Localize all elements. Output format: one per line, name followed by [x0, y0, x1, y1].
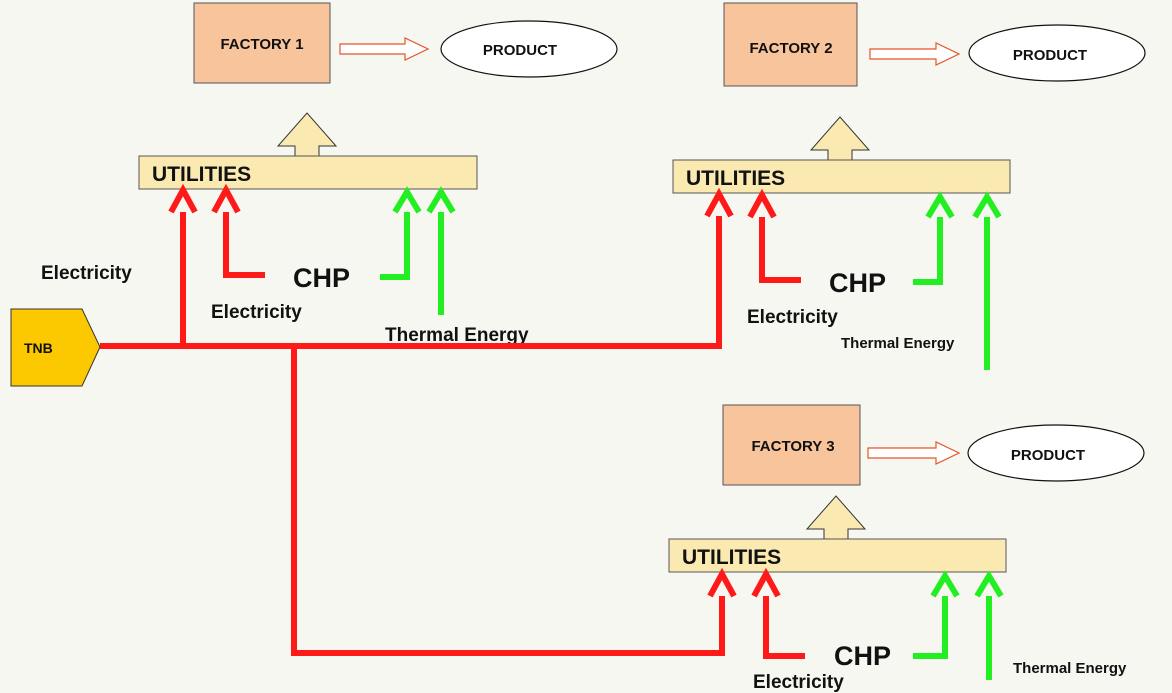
- chp-2-electricity-line: [759, 217, 801, 283]
- product-2-oval: [968, 24, 1146, 82]
- thermal-3-arrowhead: [974, 570, 1004, 598]
- factory-1-box: [193, 2, 331, 84]
- thermal-2-label: Thermal Energy: [841, 335, 955, 352]
- chp-3-electricity-arrowhead: [751, 567, 781, 598]
- thermal-1-arrowhead: [426, 186, 456, 214]
- chp-3-thermal-arrowhead: [930, 570, 960, 598]
- tnb-electricity-label: Electricity: [41, 263, 132, 284]
- chp-2-label: CHP: [829, 268, 886, 298]
- tnb-pentagon: [10, 308, 101, 387]
- factory-3-to-product-arrow: [867, 441, 961, 465]
- tnb-to-factory-1-arrowhead: [168, 183, 198, 214]
- factory-3-label: FACTORY 3: [751, 438, 834, 455]
- utilities-2-up-arrow: [809, 116, 871, 161]
- utilities-3-up-arrow: [805, 495, 867, 540]
- unit-3: FACTORY 3 PRODUCT UTILITIES CHP Electric…: [668, 404, 1145, 693]
- chp-3-electricity-line: [763, 596, 805, 659]
- chp-1-thermal-line: [380, 212, 410, 280]
- chp-1-label: CHP: [293, 263, 350, 293]
- product-3-oval: [967, 424, 1145, 482]
- chp-3-thermal-line: [913, 596, 948, 659]
- utilities-2-bar: [672, 159, 1011, 194]
- factory-2-to-product-arrow: [869, 42, 961, 66]
- chp-1-thermal-arrowhead: [392, 186, 422, 214]
- factory-1-to-product-arrow: [339, 37, 430, 61]
- factory-2-box: [723, 2, 858, 87]
- product-3-label: PRODUCT: [1011, 447, 1085, 464]
- tnb-label: TNB: [24, 340, 53, 356]
- unit-2: FACTORY 2 PRODUCT UTILITIES CHP Electric…: [672, 2, 1146, 370]
- chp-3-electricity-label: Electricity: [753, 672, 844, 693]
- unit-1: FACTORY 1 PRODUCT UTILITIES CHP Electric…: [138, 2, 618, 346]
- utilities-2-label: UTILITIES: [686, 167, 785, 190]
- thermal-1-label: Thermal Energy: [385, 325, 529, 346]
- chp-2-thermal-arrowhead: [925, 191, 955, 219]
- utilities-1-up-arrow: [276, 112, 338, 157]
- utilities-1-bar: [138, 155, 478, 190]
- utilities-1-label: UTILITIES: [152, 163, 251, 186]
- thermal-3-label: Thermal Energy: [1013, 660, 1127, 677]
- chp-3-label: CHP: [834, 641, 891, 671]
- chp-1-electricity-arrowhead: [211, 183, 241, 214]
- tnb-to-factory-3-line: [291, 346, 725, 656]
- chp-2-thermal-line: [913, 217, 943, 285]
- chp-1-electricity-label: Electricity: [211, 302, 302, 323]
- factory-3-box: [722, 404, 861, 486]
- chp-1-electricity-line: [223, 212, 265, 278]
- thermal-2-arrowhead: [972, 191, 1002, 219]
- product-2-label: PRODUCT: [1013, 47, 1087, 64]
- utilities-3-label: UTILITIES: [682, 546, 781, 569]
- factory-1-label: FACTORY 1: [220, 36, 303, 53]
- tnb-grid-network: TNB Electricity: [10, 183, 737, 656]
- tnb-electricity-main-line: [100, 216, 722, 349]
- tnb-to-factory-3-arrowhead: [707, 567, 737, 598]
- product-1-oval: [440, 20, 618, 78]
- product-1-label: PRODUCT: [483, 42, 557, 59]
- tnb-to-factory-2-arrowhead: [704, 187, 734, 218]
- chp-2-electricity-label: Electricity: [747, 307, 838, 328]
- utilities-3-bar: [668, 538, 1007, 573]
- chp-2-electricity-arrowhead: [747, 188, 777, 219]
- factory-2-label: FACTORY 2: [749, 40, 832, 57]
